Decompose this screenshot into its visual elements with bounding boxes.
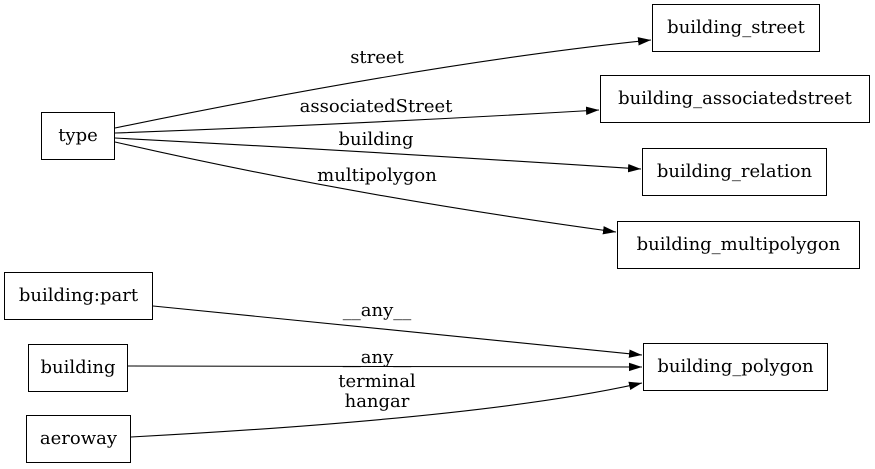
edge-type-to-building-street — [114, 37, 652, 129]
edge-label-building: building — [338, 129, 414, 150]
node-building-relation: building_relation — [642, 148, 827, 196]
node-building: building — [28, 344, 128, 392]
edge-building-to-building-polygon — [127, 362, 643, 372]
edge-label-street: street — [350, 47, 404, 68]
node-building-multipolygon: building_multipolygon — [617, 221, 860, 269]
edge-type-to-building-associatedstreet — [114, 106, 600, 134]
edge-type-to-building-relation — [114, 137, 642, 173]
node-type: type — [41, 112, 115, 160]
node-building-part: building:part — [4, 272, 153, 320]
edge-label-multipolygon: multipolygon — [317, 165, 437, 186]
edge-label-any-building-part: __any__ — [342, 300, 412, 321]
node-building-associatedstreet: building_associatedstreet — [600, 75, 870, 123]
edge-building-part-to-building-polygon — [152, 305, 643, 358]
node-building-polygon: building_polygon — [643, 343, 828, 391]
node-building-street: building_street — [652, 4, 820, 52]
edge-label-associatedstreet: associatedStreet — [299, 96, 453, 117]
edge-aeroway-to-building-polygon — [130, 381, 643, 438]
edge-label-any-building: __any__ — [342, 347, 412, 368]
edge-label-terminal-hangar: terminal hangar — [338, 371, 416, 412]
edge-type-to-building-multipolygon — [114, 141, 617, 235]
node-aeroway: aeroway — [26, 415, 131, 463]
